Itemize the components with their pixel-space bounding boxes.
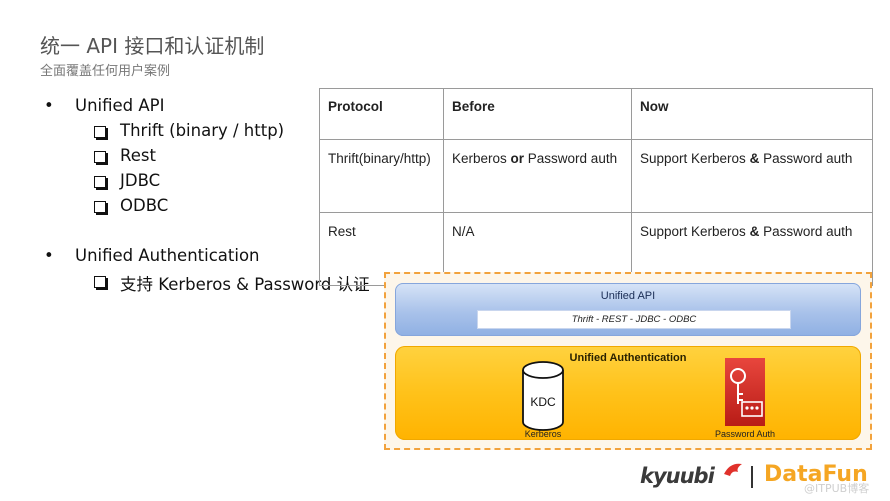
bullet-dot: • [44, 96, 54, 115]
cell-now: Support Kerberos & Password auth [631, 139, 873, 213]
datafun-logo: DataFun [764, 462, 868, 487]
password-key-icon [725, 358, 765, 426]
unified-api-title: Unified API [600, 290, 656, 302]
table-row: Thrift(binary/http) Kerberos or Password… [319, 139, 873, 213]
checkbox-square-icon [94, 201, 106, 213]
page-subtitle: 全面覆盖任何用户案例 [40, 64, 171, 79]
unified-auth-band: Unified Authentication KDC Kerberos [395, 346, 861, 440]
kyuubi-fox-icon [724, 463, 742, 476]
checkbox-square-icon [94, 176, 106, 188]
kerberos-label: Kerberos [524, 429, 562, 439]
bullet-label: Unified API [75, 96, 165, 115]
watermark-text: @ITPUB博客 [804, 482, 870, 495]
kyuubi-logo: kyuubi [640, 464, 715, 488]
unified-auth-title: Unified Authentication [569, 352, 687, 364]
protocol-comparison-table: Protocol Before Now Thrift(binary/http) … [319, 88, 873, 286]
architecture-diagram: Unified API Thrift - REST - JDBC - ODBC … [384, 272, 872, 450]
cell-before: Kerberos or Password auth [443, 139, 632, 213]
logo-separator [751, 466, 753, 488]
header-before: Before [443, 88, 632, 140]
footer-logos: kyuubi DataFun @ITPUB博客 [640, 458, 890, 498]
page-title: 统一 API 接口和认证机制 [40, 34, 265, 58]
unified-api-band: Unified API Thrift - REST - JDBC - ODBC [395, 283, 861, 336]
header-now: Now [631, 88, 873, 140]
bullet-label: Unified Authentication [75, 246, 260, 265]
bullet-dot: • [44, 246, 54, 265]
table-row: Rest N/A Support Kerberos & Password aut… [319, 212, 873, 286]
checkbox-square-icon [94, 151, 106, 163]
cell-protocol: Thrift(binary/http) [319, 139, 444, 213]
checkbox-square-icon [94, 126, 106, 138]
table-header-row: Protocol Before Now [319, 88, 873, 140]
checkbox-square-icon [94, 276, 106, 288]
api-protocols-bar: Thrift - REST - JDBC - ODBC [477, 310, 791, 329]
kdc-text: KDC [530, 395, 556, 409]
header-protocol: Protocol [319, 88, 444, 140]
kdc-database-icon: KDC [522, 361, 564, 431]
password-auth-label: Password Auth [714, 429, 776, 439]
